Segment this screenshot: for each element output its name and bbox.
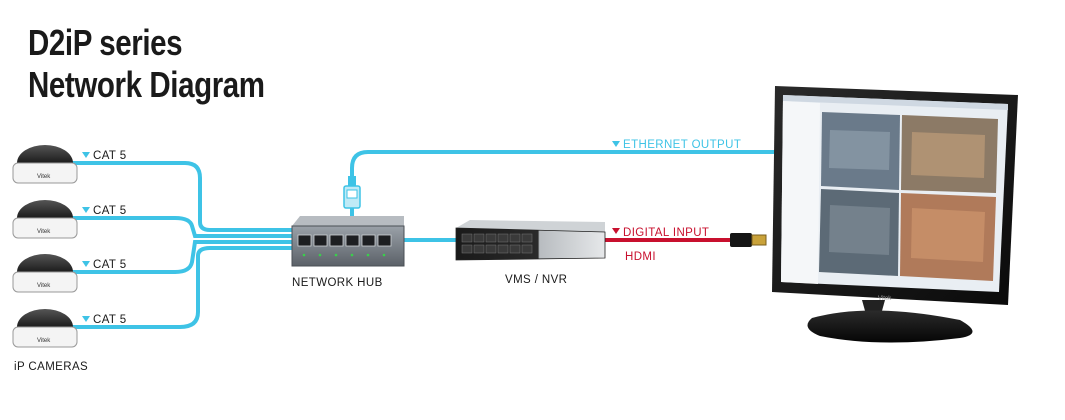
ip-cameras-label: iP CAMERAS [14,361,88,373]
camera-brand-text: Vitek [37,174,51,180]
down-arrow-icon [612,141,620,147]
camera-1: Vitek [12,145,78,184]
camera-brand-text: Vitek [37,283,51,289]
diagram-title-line-1: D2iP series [28,22,183,63]
vms-nvr-label: VMS / NVR [505,274,567,286]
camera-3: Vitek [12,254,78,293]
camera-brand-text: Vitek [37,229,51,235]
svg-text:CAT 5: CAT 5 [93,314,127,326]
down-arrow-icon [82,316,90,322]
camera-1-cable [70,161,292,232]
monitor: Vitek [772,86,1018,343]
ethernet-output-label: ETHERNET OUTPUT [612,139,741,151]
cat5-label-4: CAT 5 [82,314,127,326]
camera-2: Vitek [12,200,78,239]
diagram-title-line-2: Network Diagram [28,64,265,105]
svg-text:DIGITAL INPUT: DIGITAL INPUT [623,227,709,239]
down-arrow-icon [82,207,90,213]
camera-3-cable [70,240,292,274]
camera-cables [70,161,292,329]
hdmi-label: HDMI [625,251,656,263]
svg-text:CAT 5: CAT 5 [93,150,127,162]
camera-2-cable [70,216,292,238]
down-arrow-icon [82,261,90,267]
rj45-plug-icon [343,176,361,209]
svg-text:ETHERNET OUTPUT: ETHERNET OUTPUT [623,139,741,151]
down-arrow-icon [82,152,90,158]
digital-input-label: DIGITAL INPUT [612,227,709,239]
svg-text:CAT 5: CAT 5 [93,205,127,217]
cat5-label-1: CAT 5 [82,150,127,162]
cat5-label-3: CAT 5 [82,259,127,271]
camera-4-cable [70,246,292,329]
svg-text:CAT 5: CAT 5 [93,259,127,271]
vms-nvr-server [455,220,606,261]
hdmi-plug-icon [730,233,767,247]
monitor-brand-text: Vitek [878,296,892,302]
network-hub [291,216,405,267]
cat5-label-2: CAT 5 [82,205,127,217]
network-hub-label: NETWORK HUB [292,277,383,289]
camera-brand-text: Vitek [37,338,51,344]
down-arrow-icon [612,228,620,234]
camera-4: Vitek [12,309,78,348]
ethernet-output-cable [350,150,790,222]
